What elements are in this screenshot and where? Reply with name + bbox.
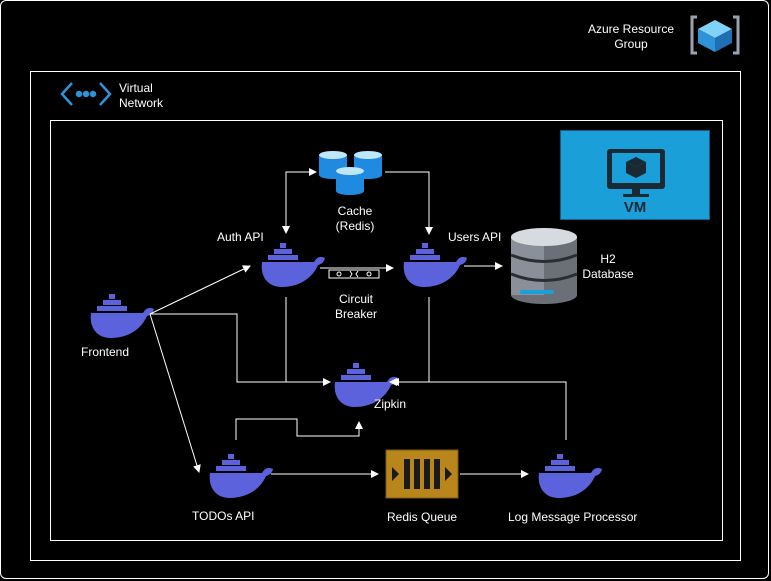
edge-users-zipkin bbox=[389, 297, 430, 386]
queue-icon bbox=[385, 449, 459, 499]
todos-api-docker-whale-icon bbox=[209, 454, 273, 498]
h2-database-label: H2 Database bbox=[582, 252, 634, 281]
circuit-breaker-label: Circuit Breaker bbox=[334, 292, 378, 321]
edge-log-zipkin bbox=[391, 378, 567, 440]
virtual-network-boundary bbox=[30, 71, 741, 561]
log-processor-label: Log Message Processor bbox=[508, 510, 638, 524]
virtual-network-icon bbox=[60, 82, 112, 106]
edge-frontend-auth bbox=[149, 265, 251, 315]
vm-label: VM bbox=[623, 199, 647, 216]
redis-queue-label: Redis Queue bbox=[387, 510, 458, 524]
todos-api-label: TODOs API bbox=[192, 509, 255, 523]
vm-node: VM bbox=[560, 130, 710, 220]
zipkin-label: Zipkin bbox=[374, 397, 407, 411]
redis-cache-icon bbox=[319, 151, 382, 195]
frontend-label: Frontend bbox=[81, 345, 130, 359]
circuit-breaker-icon bbox=[328, 269, 380, 279]
auth-api-label: Auth API bbox=[217, 230, 264, 244]
edge-todos-zipkin bbox=[235, 418, 363, 440]
users-api-docker-whale-icon bbox=[403, 243, 467, 287]
users-api-label: Users API bbox=[448, 230, 502, 244]
azure-resource-group-icon bbox=[690, 15, 740, 55]
resource-group-label: Azure Resource Group bbox=[587, 22, 675, 51]
auth-api-docker-whale-icon bbox=[261, 243, 325, 287]
monitor-icon bbox=[607, 149, 665, 197]
vm-boundary bbox=[50, 120, 723, 541]
database-icon bbox=[510, 228, 578, 304]
edge-auth-cache bbox=[282, 168, 317, 234]
edge-frontend-zipkin bbox=[150, 313, 331, 386]
frontend-docker-whale-icon bbox=[90, 294, 154, 338]
virtual-network-label: Virtual Network bbox=[119, 81, 164, 110]
cache-label: Cache (Redis) bbox=[335, 204, 375, 233]
log-processor-docker-whale-icon bbox=[538, 454, 602, 498]
edge-frontend-todos bbox=[149, 313, 201, 473]
edge-cache-users bbox=[385, 171, 433, 235]
